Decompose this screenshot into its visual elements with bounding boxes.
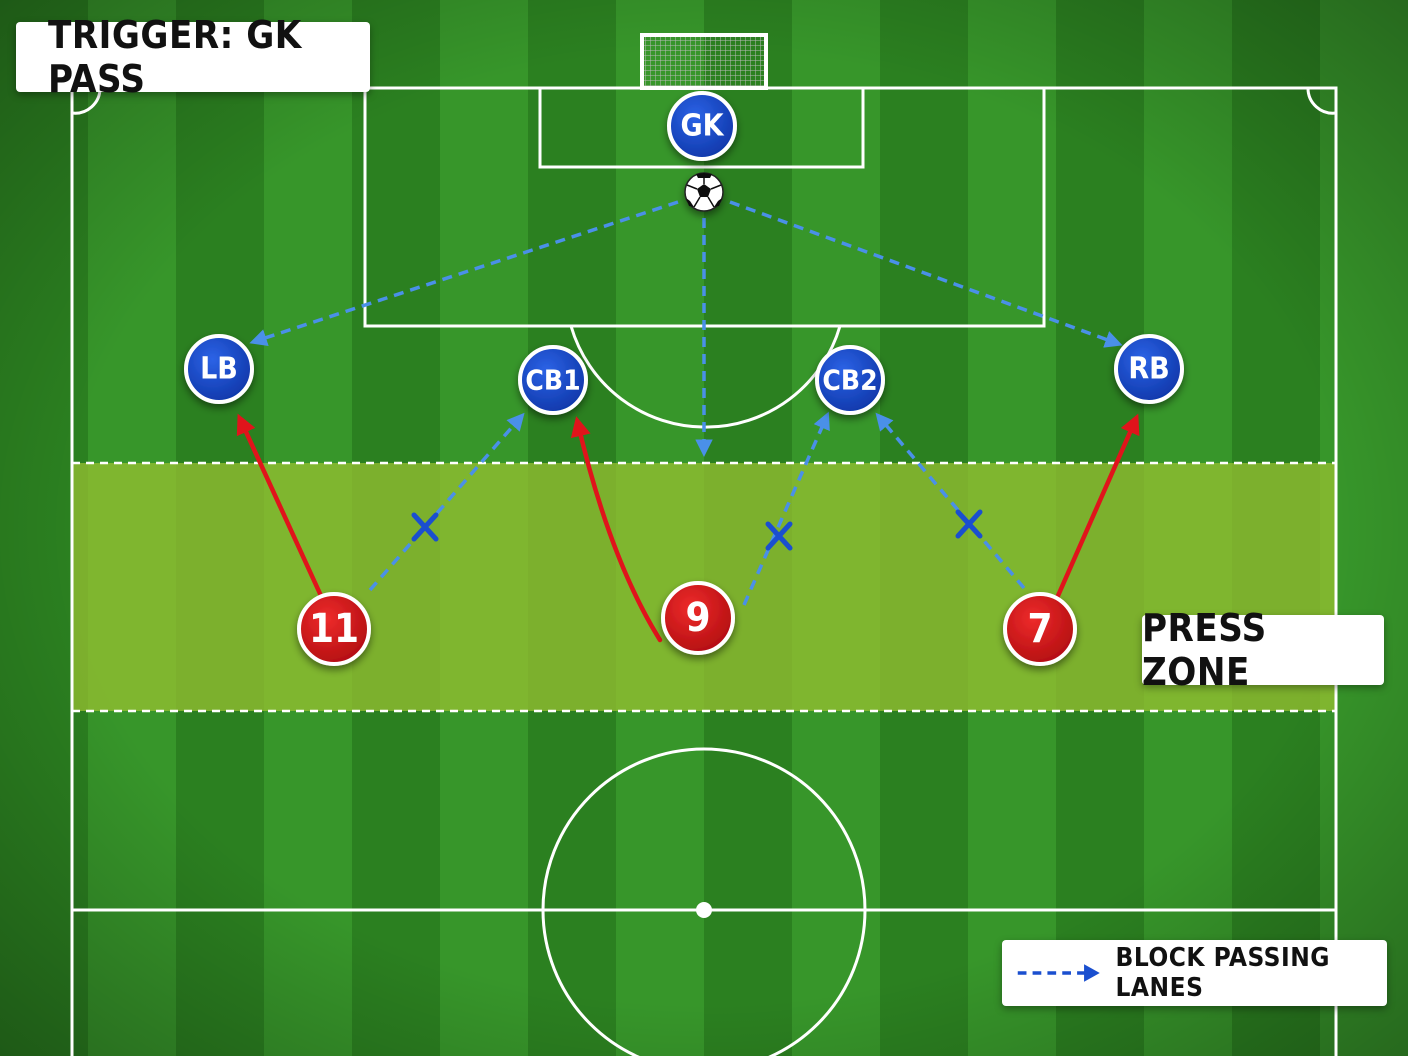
presser-p11: 11 <box>297 592 371 666</box>
run-9-to-cb1 <box>570 416 663 643</box>
presser-label: 9 <box>685 595 710 641</box>
legend: BLOCK PASSING LANES <box>1002 940 1387 1006</box>
trigger-label: TRIGGER: GK PASS <box>16 13 370 101</box>
run-11-to-lb <box>236 413 325 601</box>
press-runs <box>236 413 1140 643</box>
opponent-cb2: CB2 <box>815 345 885 415</box>
presser-label: 7 <box>1027 606 1052 652</box>
lane-7-cover <box>875 412 1026 590</box>
opponent-label: CB2 <box>822 364 877 397</box>
lane-gk-to-rb <box>729 200 1123 348</box>
opponent-label: RB <box>1128 352 1169 387</box>
ball-icon <box>684 172 724 212</box>
presser-p9: 9 <box>661 581 735 655</box>
lane-11-cover <box>368 412 525 592</box>
blocked-x-icon <box>411 512 439 542</box>
press-zone-label: PRESS ZONE <box>1142 606 1384 694</box>
passing-lanes <box>249 200 1123 606</box>
opponent-rb: RB <box>1114 334 1184 404</box>
lane-9-cover <box>742 411 830 606</box>
presser-p7: 7 <box>1003 592 1077 666</box>
blocked-x-icon <box>955 509 983 539</box>
opponent-label: GK <box>680 109 724 144</box>
blocked-x-icon <box>765 521 793 551</box>
opponent-cb1: CB1 <box>518 345 588 415</box>
presser-label: 11 <box>309 606 359 652</box>
opponent-gk: GK <box>667 91 737 161</box>
players: GK LB CB1 CB2 RB 11 9 7 <box>184 91 1184 666</box>
opponent-lb: LB <box>184 334 254 404</box>
lane-gk-to-lb <box>249 200 679 347</box>
goal <box>640 33 768 90</box>
opponent-label: CB1 <box>525 364 580 397</box>
legend-text: BLOCK PASSING LANES <box>1115 943 1330 1003</box>
opponent-label: LB <box>200 352 238 387</box>
center-spot <box>696 902 712 918</box>
run-7-to-rb <box>1054 413 1140 601</box>
dashed-arrow-icon <box>1017 964 1100 982</box>
blocked-marks <box>411 509 983 551</box>
